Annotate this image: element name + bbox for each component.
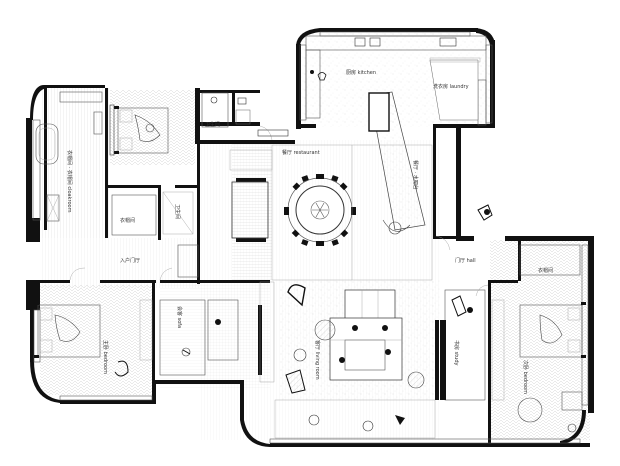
floor-areas — [40, 32, 590, 440]
label-lounge: 会客 sofa — [176, 306, 183, 328]
study-furniture — [440, 204, 493, 401]
label-cloakroom-top: 衣帽间 — [120, 217, 135, 224]
label-bedroom-master: 主卧 bedroom — [102, 340, 109, 374]
dining-frame — [271, 144, 433, 281]
bathroom-small — [201, 92, 251, 128]
living-furniture — [274, 284, 436, 439]
doors — [69, 125, 489, 297]
cloak-rooms — [111, 191, 194, 236]
label-study: 书房 study — [453, 340, 460, 365]
label-living: 客厅 living room — [314, 340, 321, 380]
kitchen — [305, 35, 487, 235]
label-kitchen: 厨房 kitchen — [346, 69, 376, 76]
label-bathroom-small: 卫生间 — [174, 204, 181, 219]
label-bedroom-guest: 次卧 bedroom — [522, 360, 529, 394]
master-bath — [35, 91, 103, 222]
interior-walls — [40, 65, 521, 445]
bed-right — [491, 244, 586, 433]
dining-table — [284, 174, 356, 246]
label-guest-cloak: 衣帽间 — [538, 267, 553, 274]
bed-top — [109, 104, 169, 156]
label-corridor: 门厅 hall — [455, 257, 476, 264]
label-master-cloak: 衣帽间 · 衣帽间 cloakroom — [66, 150, 73, 213]
label-master-bath: 卫生间 — [205, 121, 220, 128]
label-bar-counter: 餐厅 · 水吧台 — [412, 160, 419, 190]
bed-left — [34, 299, 153, 377]
exterior-walls — [26, 28, 594, 447]
windows — [32, 31, 589, 444]
label-laundry: 洗衣房 laundry — [433, 83, 469, 90]
lounge-furniture — [159, 281, 275, 383]
label-entrance: 入户门厅 — [120, 257, 140, 264]
label-restaurant: 餐厅 restaurant — [282, 149, 320, 156]
entrance-cabinets — [177, 181, 269, 278]
room-labels: 厨房 kitchen 洗衣房 laundry 餐厅 restaurant 餐厅 … — [66, 69, 553, 394]
